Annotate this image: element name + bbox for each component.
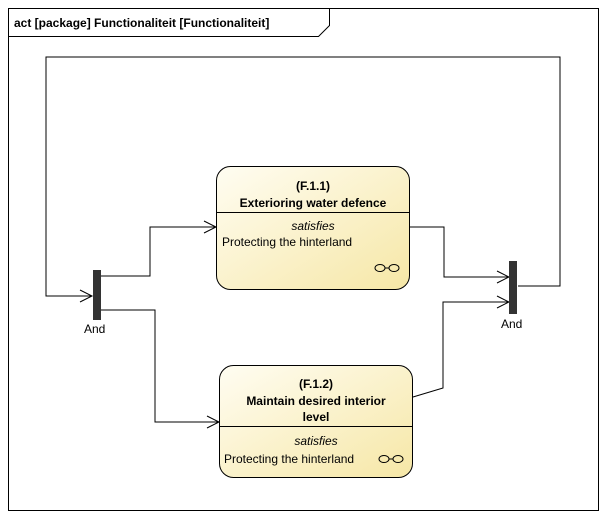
action-f12[interactable]: (F.1.2) Maintain desired interior level … xyxy=(219,365,413,478)
loop-flow xyxy=(45,56,561,297)
diagram-frame xyxy=(8,8,599,511)
flow-fork-to-f12 xyxy=(101,309,219,423)
action-f12-id: (F.1.2) xyxy=(299,377,333,391)
fork-bar-left[interactable] xyxy=(93,270,101,320)
chain-link-icon xyxy=(374,264,400,272)
flow-f12-to-join xyxy=(412,301,509,398)
join-bar-right-label: And xyxy=(501,317,522,331)
action-f12-name-line2: level xyxy=(303,410,330,424)
flow-f11-to-join xyxy=(409,226,509,278)
action-f12-box[interactable] xyxy=(219,365,413,478)
action-f12-target: Protecting the hinterland xyxy=(224,452,354,466)
chain-link-icon xyxy=(378,455,404,463)
loop-flow-arrowhead xyxy=(79,289,94,303)
action-f11[interactable]: (F.1.1) Exterioring water defence satisf… xyxy=(216,166,410,290)
join-bar-right[interactable] xyxy=(509,261,517,314)
action-f11-name: Exterioring water defence xyxy=(240,196,387,210)
action-f11-stereotype: satisfies xyxy=(291,219,334,233)
control-flows xyxy=(45,56,561,429)
action-f11-id: (F.1.1) xyxy=(296,179,330,193)
action-f11-target: Protecting the hinterland xyxy=(222,235,352,249)
fork-bar-left-label: And xyxy=(84,322,105,336)
action-f12-stereotype: satisfies xyxy=(294,434,337,448)
action-f12-name-line1: Maintain desired interior xyxy=(246,394,386,408)
frame-title: act [package] Functionaliteit [Functiona… xyxy=(14,16,269,30)
flow-fork-to-f11 xyxy=(101,226,216,277)
frame-title-tab xyxy=(8,8,330,37)
action-f11-box[interactable] xyxy=(216,166,410,290)
